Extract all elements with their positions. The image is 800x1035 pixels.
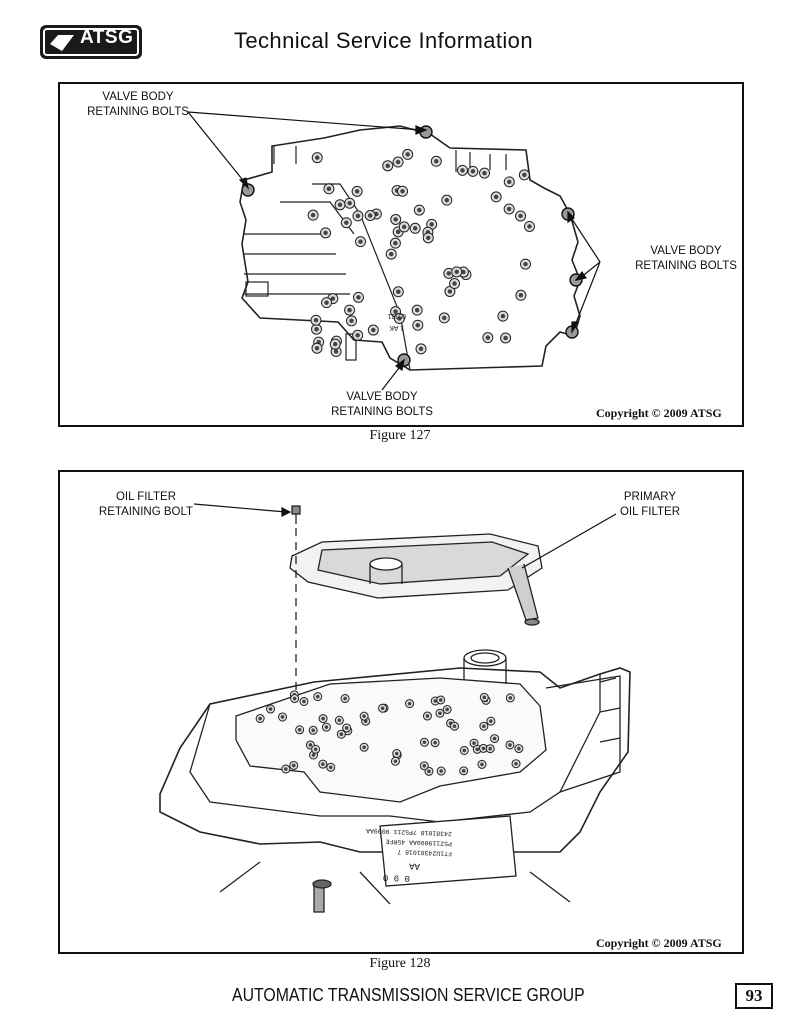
logo-text: ATSG — [80, 27, 134, 48]
id-label-line-5: 0 9 0 — [383, 872, 410, 883]
callout-valve-body-bolts-bottom: VALVE BODY RETAINING BOLTS — [331, 391, 433, 418]
copyright-figure-127: Copyright © 2009 ATSG — [596, 406, 722, 420]
valve-body-drawing: 05111 1 AK — [187, 111, 601, 391]
figure-127-frame: 05111 1 AK VALVE BODY RETAINING BOLTS VA… — [58, 82, 744, 427]
casting-mark-2: 1 AK — [389, 324, 404, 331]
page-number: 93 — [735, 983, 773, 1009]
id-label-line-2: P52119099AA 45RFE — [385, 838, 452, 847]
casting-mark-1: 05111 — [387, 312, 406, 319]
callout-oil-filter-retaining-bolt: OIL FILTER RETAINING BOLT — [98, 491, 194, 518]
callout-primary-oil-filter: PRIMARY OIL FILTER — [619, 491, 681, 518]
copyright-figure-128: Copyright © 2009 ATSG — [596, 936, 722, 950]
atsg-logo: ATSG — [40, 25, 142, 59]
id-label-line-1: 24381018 7P5211 9099AA — [366, 827, 452, 837]
figure-128-frame: 24381018 7P5211 9099AA P52119099AA 45RFE… — [58, 470, 744, 954]
caption-figure-127: Figure 127 — [369, 428, 431, 443]
case-bolt-markers — [255, 690, 524, 776]
logo-check-icon — [50, 35, 74, 51]
id-label-line-3: FT1U24381018 7 — [397, 848, 452, 857]
callout-valve-body-bolts-right: VALVE BODY RETAINING BOLTS — [635, 245, 737, 272]
footer-text: AUTOMATIC TRANSMISSION SERVICE GROUP — [232, 985, 585, 1005]
id-label-line-4: AA — [408, 861, 420, 871]
caption-figure-128: Figure 128 — [369, 956, 431, 971]
oil-filter-installation-drawing: 24381018 7P5211 9099AA P52119099AA 45RFE… — [159, 503, 631, 913]
valve-bolt-markers — [241, 125, 583, 367]
page-title: Technical Service Information — [234, 28, 533, 53]
callout-valve-body-bolts-top: VALVE BODY RETAINING BOLTS — [87, 91, 189, 118]
